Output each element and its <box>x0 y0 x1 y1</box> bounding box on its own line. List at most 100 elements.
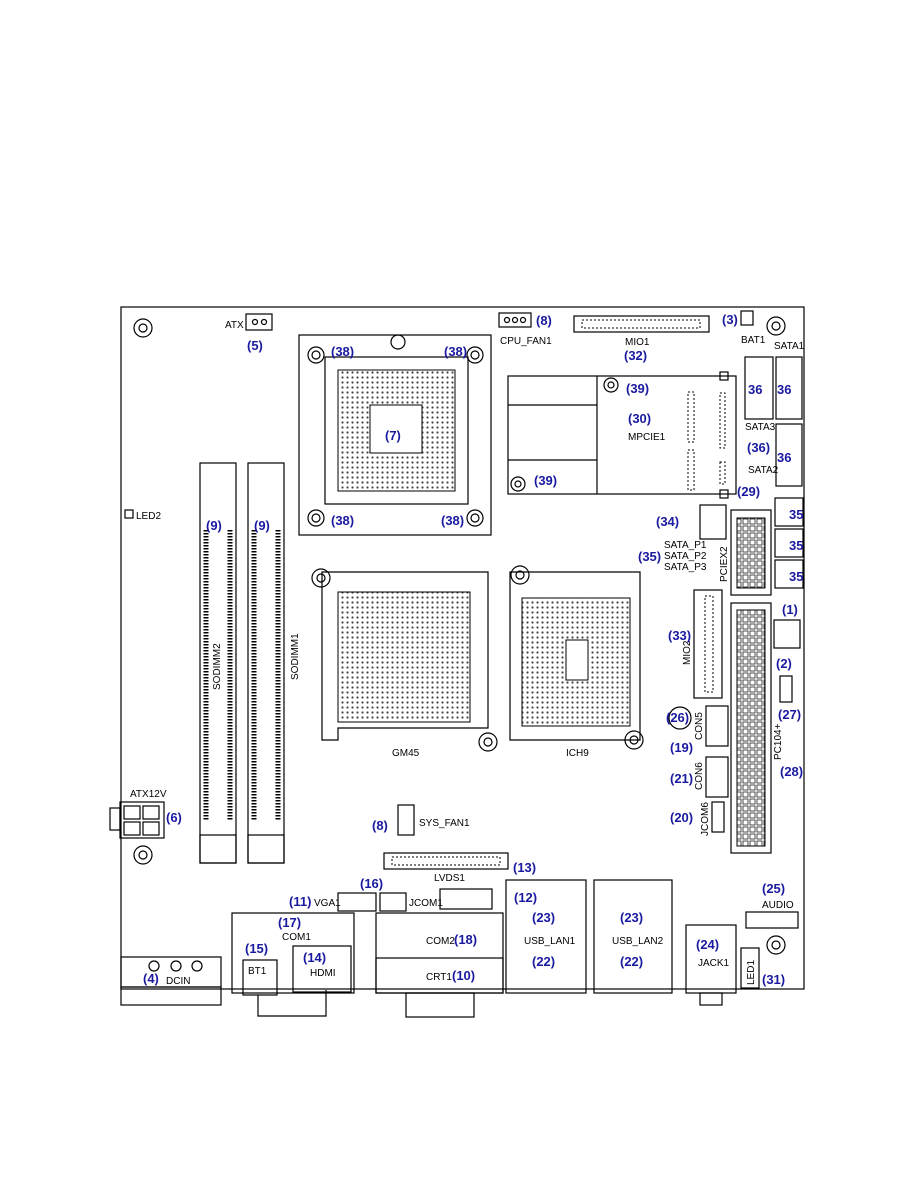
led2-label: LED2 <box>136 511 161 522</box>
sata-p2-label: SATA_P2 <box>664 551 707 562</box>
callout-19: (19) <box>670 740 693 755</box>
led2: LED2 <box>124 509 161 522</box>
callout-31: (31) <box>762 972 785 987</box>
lvds1-connector: LVDS1 (13) <box>383 852 536 884</box>
com2-crt1-port: COM2 (18) CRT1 (10) <box>375 912 504 1018</box>
callout-36: (36) <box>747 440 770 455</box>
sodimm1-label: SODIMM1 <box>290 633 301 680</box>
atx12v-label: ATX12V <box>130 789 167 800</box>
pciex2-slot: PCIEX2 <box>719 509 772 596</box>
callout-38-b: (38) <box>444 344 467 359</box>
vga1-label: VGA1 <box>314 898 341 909</box>
sata3-callout-36: 36 <box>748 382 762 397</box>
mio2-connector: (33) MIO2 <box>668 589 723 699</box>
callout-6: (6) <box>166 810 182 825</box>
callout-22-a: (22) <box>532 954 555 969</box>
audio-header: (25) AUDIO <box>745 881 799 929</box>
con5-label: CON5 <box>694 712 705 740</box>
callout-23-a: (23) <box>532 910 555 925</box>
bat1-label: BAT1 <box>741 335 766 346</box>
callout-16: (16) <box>360 876 383 891</box>
mpcie1-slot: (39) (39) (30) MPCIE1 (29) <box>507 371 760 499</box>
callout-20: (20) <box>670 810 693 825</box>
sodimm1-slot: (9) SODIMM1 <box>247 462 301 864</box>
cpu-fan-connector: CPU_FAN1 (8) <box>498 312 552 347</box>
pc104-label: PC104+ <box>773 723 784 760</box>
callout-24: (24) <box>696 937 719 952</box>
audio-label: AUDIO <box>762 900 794 911</box>
con6-header: CON6 (21) <box>670 756 729 798</box>
callout-18: (18) <box>454 932 477 947</box>
sata2-label: SATA2 <box>748 465 779 476</box>
usb-lan2-label: USB_LAN2 <box>612 936 664 947</box>
usb-lan1-label: USB_LAN1 <box>524 936 576 947</box>
dcin-connector: (4) DCIN <box>120 956 222 1006</box>
hdmi-port: (14) HDMI <box>292 945 352 993</box>
mounting-hole-top-right <box>766 316 786 336</box>
inverter-connector <box>439 888 493 910</box>
sys-fan-label: SYS_FAN1 <box>419 818 470 829</box>
jack1-audio: (24) JACK1 <box>685 924 737 1006</box>
jumper-1: (1) <box>773 602 801 649</box>
mio1-label: MIO1 <box>625 337 650 348</box>
callout-13: (13) <box>513 860 536 875</box>
lvds1-label: LVDS1 <box>434 873 465 884</box>
sata-p3-callout-35: 35 <box>789 569 803 584</box>
pciex2-label: PCIEX2 <box>719 546 730 582</box>
mounting-hole-bottom-left <box>133 845 153 865</box>
cpu-socket: (38) (38) (38) (38) (7) <box>298 334 492 536</box>
callout-38-a: (38) <box>331 344 354 359</box>
usb-lan1-port: (12) (23) USB_LAN1 (22) <box>505 879 587 994</box>
com1-label: COM1 <box>282 932 311 943</box>
callout-15: (15) <box>245 941 268 956</box>
con6-label: CON6 <box>694 762 705 790</box>
callout-9-b: (9) <box>254 518 270 533</box>
callout-28: (28) <box>780 764 803 779</box>
gm45-chipset: GM45 <box>311 568 498 759</box>
callout-4: (4) <box>143 971 159 986</box>
con5-header: CON5 (19) <box>670 705 729 755</box>
callout-3: (3) <box>722 312 738 327</box>
callout-10: (10) <box>452 968 475 983</box>
callout-2: (2) <box>776 656 792 671</box>
led1-label: LED1 <box>746 960 757 985</box>
callout-39-a: (39) <box>626 381 649 396</box>
callout-21: (21) <box>670 771 693 786</box>
callout-34: (34) <box>656 514 679 529</box>
com2-label: COM2 <box>426 936 455 947</box>
callout-27: (27) <box>778 707 801 722</box>
crt1-label: CRT1 <box>426 972 452 983</box>
sata3-label: SATA3 <box>745 422 776 433</box>
sata2-connector: 36 (36) SATA2 <box>747 423 803 487</box>
hdmi-label: HDMI <box>310 968 336 979</box>
ich9-chipset: ICH9 <box>509 565 644 759</box>
callout-12: (12) <box>514 890 537 905</box>
callout-33: (33) <box>668 628 691 643</box>
callout-17: (17) <box>278 915 301 930</box>
board-outline <box>120 306 805 990</box>
callout-14: (14) <box>303 950 326 965</box>
gm45-label: GM45 <box>392 748 420 759</box>
sata2-callout-36: 36 <box>777 450 791 465</box>
callout-29: (29) <box>737 484 760 499</box>
sata-p3-label: SATA_P3 <box>664 562 707 573</box>
battery-26: (26) <box>666 706 692 730</box>
led1: LED1 (31) <box>740 947 785 989</box>
jack1-label: JACK1 <box>698 958 730 969</box>
callout-5: (5) <box>247 338 263 353</box>
sata3-connector: 36 SATA3 <box>744 356 776 433</box>
sata1-connector: 36 SATA1 <box>774 341 805 420</box>
sodimm2-label: SODIMM2 <box>212 643 223 690</box>
callout-8-a: (8) <box>536 313 552 328</box>
sys-fan-connector: SYS_FAN1 (8) <box>372 804 470 836</box>
callout-22-b: (22) <box>620 954 643 969</box>
vga1-header: VGA1 (11) <box>289 892 377 912</box>
usb-lan2-port: (23) USB_LAN2 (22) <box>593 879 673 994</box>
jumper-34: (34) <box>656 504 727 540</box>
callout-1: (1) <box>782 602 798 617</box>
mounting-hole-bottom-right <box>766 935 786 955</box>
atx12v-connector: ATX12V (6) <box>109 789 182 839</box>
callout-7: (7) <box>385 428 401 443</box>
atx-connector: ATX (5) <box>225 313 273 353</box>
